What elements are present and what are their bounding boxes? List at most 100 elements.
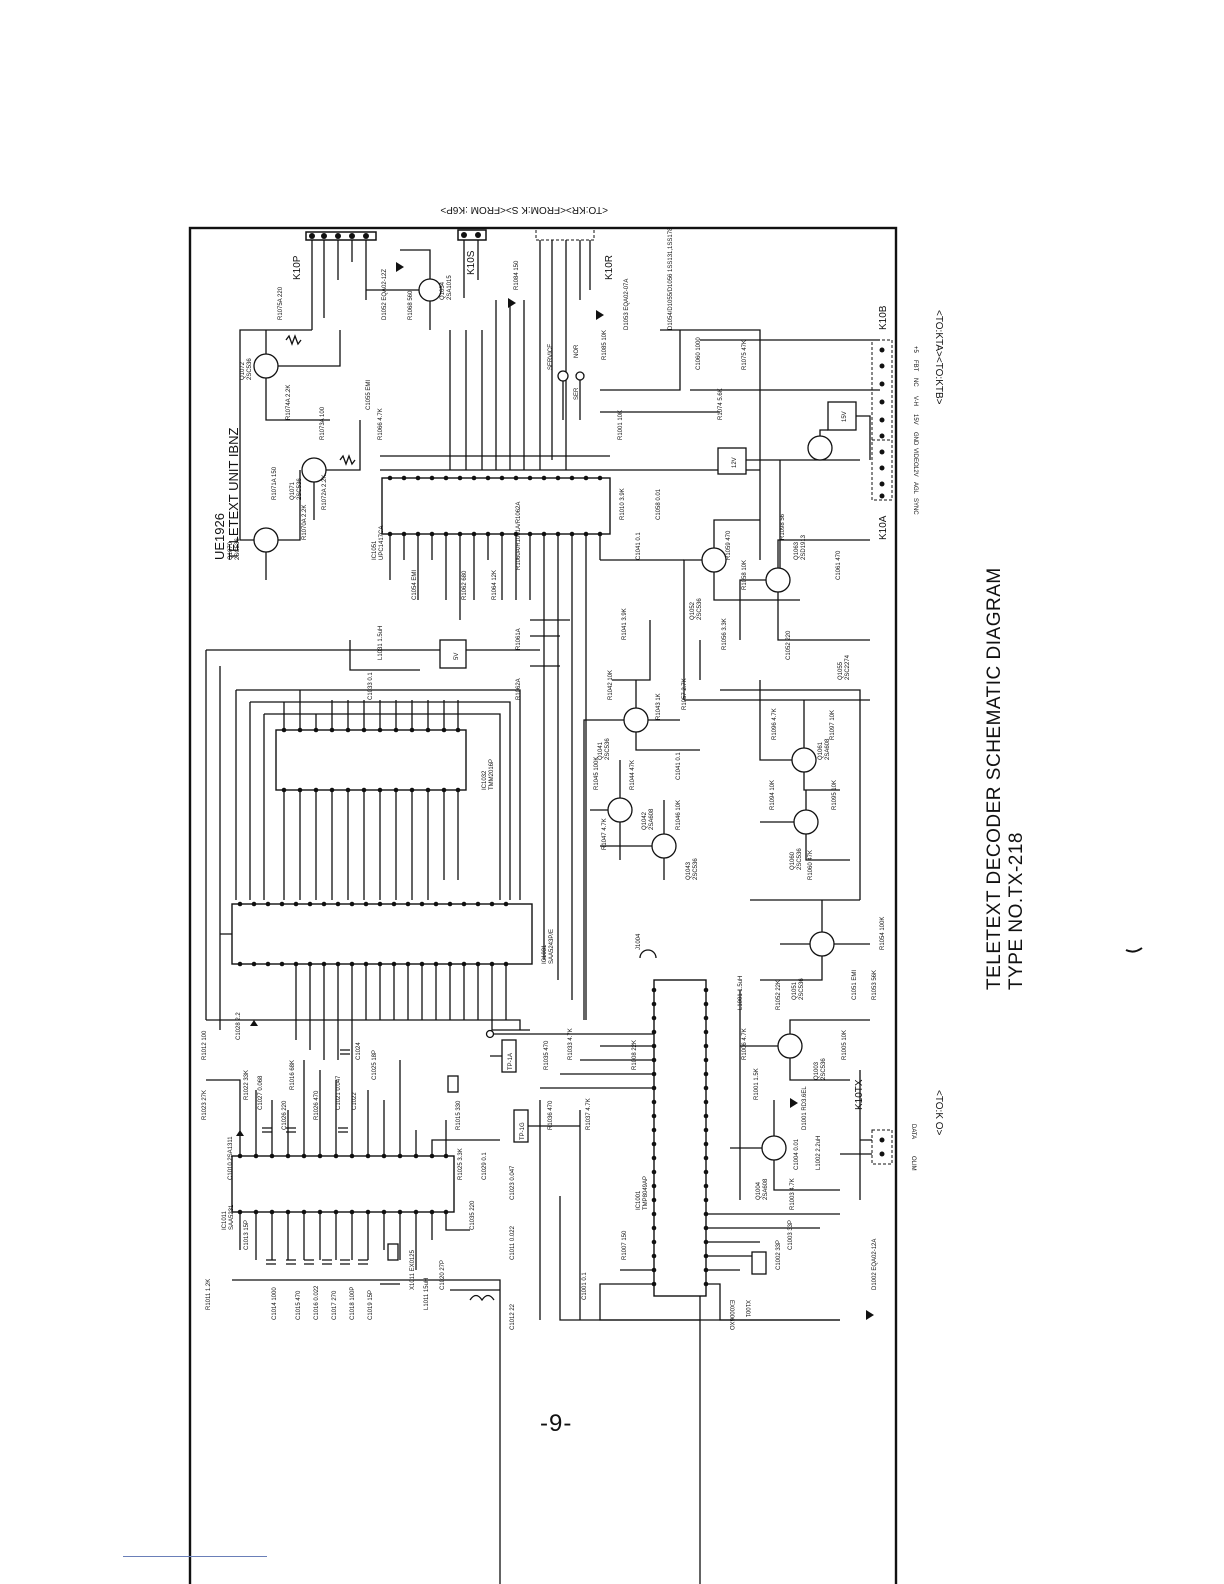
svg-text:C1054 EMI: C1054 EMI xyxy=(412,570,418,600)
k10s-label: K10S xyxy=(466,250,477,275)
svg-text:R1064 12K: R1064 12K xyxy=(492,570,498,600)
svg-text:Q1055: Q1055 xyxy=(838,661,844,680)
svg-text:C1020 27P: C1020 27P xyxy=(440,1260,446,1290)
svg-text:R1058 10K: R1058 10K xyxy=(742,560,748,590)
k10r-label: K10R xyxy=(604,255,615,280)
svg-text:R1023 27K: R1023 27K xyxy=(202,1090,208,1120)
svg-text:2SC536: 2SC536 xyxy=(799,978,805,1000)
svg-text:C1017 270: C1017 270 xyxy=(332,1290,338,1320)
svg-text:R1005 10K: R1005 10K xyxy=(842,1030,848,1060)
svg-text:C1002 33P: C1002 33P xyxy=(776,1240,782,1270)
svg-text:C1033 0.1: C1033 0.1 xyxy=(368,672,374,700)
svg-text:R1011 1.2K: R1011 1.2K xyxy=(206,1279,212,1310)
svg-text:IC1051: IC1051 xyxy=(372,540,378,560)
q1071-label: Q1071 xyxy=(290,481,296,500)
svg-text:L1002 2.2uH: L1002 2.2uH xyxy=(816,1136,822,1170)
svg-text:C1041 0.1: C1041 0.1 xyxy=(676,752,682,780)
svg-text:2SA1015: 2SA1015 xyxy=(447,275,453,300)
svg-text:R1096 4.7K: R1096 4.7K xyxy=(772,708,778,740)
svg-text:2SC536: 2SC536 xyxy=(247,358,253,380)
svg-text:R1097 10K: R1097 10K xyxy=(830,710,836,740)
svg-text:R1008 22K: R1008 22K xyxy=(632,1040,638,1070)
svg-text:2SC536: 2SC536 xyxy=(797,848,803,870)
svg-text:R1001 10K: R1001 10K xyxy=(618,410,624,440)
svg-text:R1035 470: R1035 470 xyxy=(544,1040,550,1070)
svg-text:R1074 5.6K: R1074 5.6K xyxy=(718,388,724,420)
right-connector-labels: <TO:KTA><TO:KTB> xyxy=(933,310,944,405)
svg-text:C1060 1000: C1060 1000 xyxy=(696,337,702,370)
svg-text:R1059 470: R1059 470 xyxy=(726,530,732,560)
svg-text:R1015 330: R1015 330 xyxy=(456,1100,462,1130)
svg-text:IC1011: IC1011 xyxy=(222,1210,228,1230)
svg-text:R1075A 220: R1075A 220 xyxy=(278,286,284,320)
k10tx-connector: DATA OLIM <TO:K O> xyxy=(840,1090,944,1171)
svg-text:IC1032: IC1032 xyxy=(482,770,488,790)
svg-text:R1052 22K: R1052 22K xyxy=(776,980,782,1010)
svg-text:Q1060: Q1060 xyxy=(790,851,796,870)
svg-text:2SC536: 2SC536 xyxy=(697,598,703,620)
svg-text:2SA608: 2SA608 xyxy=(763,1178,769,1200)
svg-text:D1053 EQA02-07A: D1053 EQA02-07A xyxy=(624,279,630,330)
svg-text:R1062A: R1062A xyxy=(516,678,522,700)
svg-text:R1007 150: R1007 150 xyxy=(622,1230,628,1260)
unit-label-line2: TELETEXT UNIT IBNZ xyxy=(226,428,241,560)
regulator-5v: 5V xyxy=(439,639,467,669)
svg-text:R1012 100: R1012 100 xyxy=(202,1030,208,1060)
svg-text:R1061A: R1061A xyxy=(516,628,522,650)
svg-text:2SC536: 2SC536 xyxy=(235,538,241,560)
svg-text:R1085 10K: R1085 10K xyxy=(602,330,608,360)
svg-text:R1010 3.9K: R1010 3.9K xyxy=(620,488,626,520)
svg-text:Q1052: Q1052 xyxy=(690,601,696,620)
svg-text:R1041 3.9K: R1041 3.9K xyxy=(622,608,628,640)
svg-text:C1015 470: C1015 470 xyxy=(296,1290,302,1320)
q1070-label: Q1070 xyxy=(228,541,234,560)
svg-text:SERVICE: SERVICE xyxy=(548,344,554,370)
svg-text:GND: GND xyxy=(912,432,918,446)
svg-text:DATA: DATA xyxy=(910,1124,916,1139)
svg-text:R1033 4.7K: R1033 4.7K xyxy=(568,1028,574,1060)
svg-text:NOR: NOR xyxy=(574,344,580,358)
ic1011-parts: R1011 1.2K R1012 100 C1028 2.2 R1023 27K… xyxy=(202,1012,516,1330)
svg-text:D1052 EQA02-12Z: D1052 EQA02-12Z xyxy=(382,269,388,320)
svg-text:Q1063: Q1063 xyxy=(794,541,800,560)
k10a-connector xyxy=(871,439,893,501)
k10a-label: K10A xyxy=(878,515,889,540)
svg-text:C1004 0.01: C1004 0.01 xyxy=(794,1138,800,1170)
diagram-title: TELETEXT DECODER SCHEMATIC DIAGRAM xyxy=(984,567,1005,990)
svg-text:R1060A/R1061A/R1062A: R1060A/R1061A/R1062A xyxy=(516,502,522,570)
svg-text:C1023 0.047: C1023 0.047 xyxy=(510,1165,516,1200)
svg-text:R1095 10K: R1095 10K xyxy=(832,780,838,810)
svg-text:R1006 4.7K: R1006 4.7K xyxy=(742,1028,748,1060)
svg-text:R1047 4.7K: R1047 4.7K xyxy=(602,818,608,850)
svg-text:UPC1417CA: UPC1417CA xyxy=(379,526,385,560)
regulator-15v: 15V xyxy=(827,401,857,431)
svg-text:NC: NC xyxy=(912,378,918,387)
svg-text:12V: 12V xyxy=(912,466,918,477)
svg-text:C1001 0.1: C1001 0.1 xyxy=(582,1272,588,1300)
svg-text:R1084 150: R1084 150 xyxy=(514,260,520,290)
svg-text:SAA5231: SAA5231 xyxy=(229,1204,235,1230)
svg-text:X1001: X1001 xyxy=(744,1300,750,1318)
svg-text:C1021 0.047: C1021 0.047 xyxy=(336,1075,342,1110)
svg-text:R1054 100K: R1054 100K xyxy=(880,917,886,950)
diagram-subtitle: TYPE NO.TX-218 xyxy=(1006,832,1027,990)
svg-text:2SC2274: 2SC2274 xyxy=(845,654,851,680)
svg-text:R1070A 2.2K: R1070A 2.2K xyxy=(302,505,308,540)
svg-text:2SC536: 2SC536 xyxy=(693,858,699,880)
svg-text:Q1004: Q1004 xyxy=(756,1181,762,1200)
svg-text:15V: 15V xyxy=(842,411,848,422)
svg-text:X1011 EX0125: X1011 EX0125 xyxy=(410,1249,416,1290)
svg-text:R1072A 2.2K: R1072A 2.2K xyxy=(322,475,328,510)
svg-text:C1055 EMI: C1055 EMI xyxy=(366,380,372,410)
svg-text:TP-1G: TP-1G xyxy=(520,1122,526,1140)
svg-text:AGL: AGL xyxy=(912,482,918,495)
svg-text:SER: SER xyxy=(574,387,580,400)
svg-text:EX0006XO: EX0006XO xyxy=(728,1300,734,1330)
svg-text:OLIM: OLIM xyxy=(910,1156,916,1171)
svg-text:J1004: J1004 xyxy=(636,933,642,950)
svg-text:Q1042: Q1042 xyxy=(642,811,648,830)
svg-text:R1056 3.3K: R1056 3.3K xyxy=(722,618,728,650)
